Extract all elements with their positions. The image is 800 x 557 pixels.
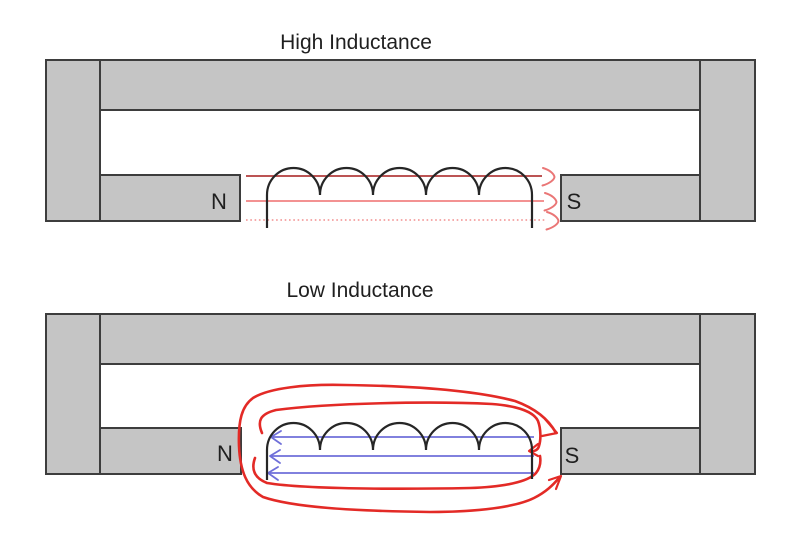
loop-inner-top-stroke [258, 401, 542, 453]
diagram-low-inductance: Low Inductance [45, 279, 756, 514]
top-yoke [99, 59, 701, 111]
right-arrowhead-icon [541, 167, 556, 187]
leakage-flux-loop [237, 383, 563, 514]
loop-outer-stroke [237, 383, 561, 514]
core-frame-low [45, 313, 756, 475]
diagram-high-inductance: High Inductance N S [45, 31, 756, 231]
flux-lines-low [267, 430, 534, 481]
loop-arrowhead-icon [540, 417, 559, 438]
inductor-coil-low [265, 421, 534, 480]
loop-arrowhead-icon [527, 442, 540, 458]
inductor-coil-high [265, 166, 534, 228]
diagram-title-low: Low Inductance [286, 279, 433, 302]
top-yoke [99, 313, 701, 365]
left-pole-piece [99, 174, 241, 222]
pole-label-s-high: S [567, 189, 582, 214]
diagram-title-high: High Inductance [280, 31, 432, 54]
left-arrowhead-icon [269, 449, 281, 464]
pole-label-n-high: N [211, 189, 227, 214]
right-arrowhead-icon [545, 211, 560, 231]
loop-arrowhead-icon [547, 474, 563, 491]
loop-inner-bottom-stroke [252, 454, 542, 491]
core-frame-high [45, 59, 756, 222]
left-yoke [45, 59, 101, 222]
left-pole-piece [99, 427, 242, 475]
flux-lines-high [246, 167, 560, 231]
pole-label-n-low: N [217, 441, 233, 466]
pole-label-s-low: S [565, 443, 580, 468]
right-arrowhead-icon [543, 192, 558, 212]
right-pole-piece [560, 427, 701, 475]
right-yoke [699, 313, 756, 475]
left-yoke [45, 313, 101, 475]
right-yoke [699, 59, 756, 222]
right-pole-piece [560, 174, 701, 222]
